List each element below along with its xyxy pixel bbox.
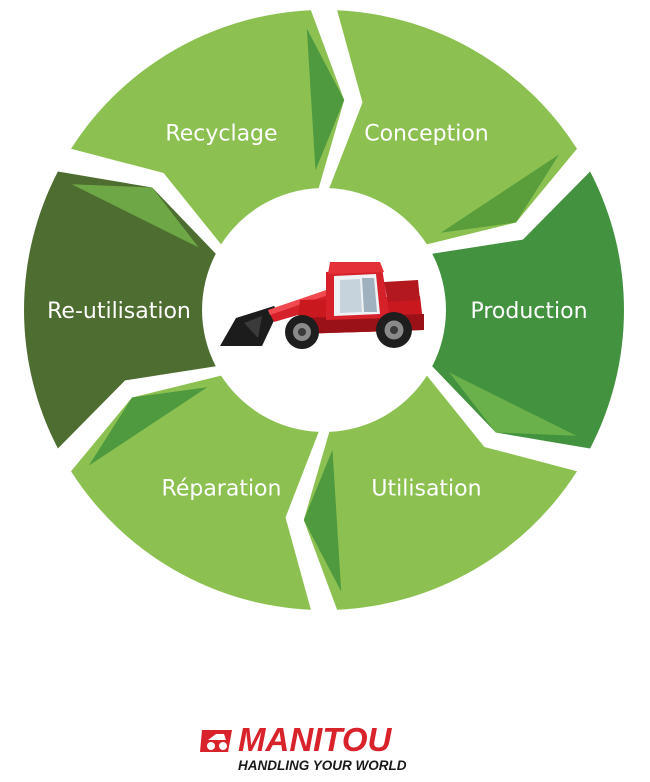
cycle-segment-re-utilisation: [24, 171, 216, 449]
logo-wordmark: MANITOU: [238, 721, 392, 758]
cycle-segment-fold-recyclage: [306, 28, 345, 171]
manitou-logo-mark-icon: [200, 730, 232, 752]
cycle-segment-fold-re-utilisation: [71, 184, 199, 248]
cycle-segment-production: [432, 171, 624, 449]
cycle-segment-fold-conception: [440, 154, 560, 233]
segment-label-reparation: Réparation: [162, 477, 282, 502]
manitou-logo: MANITOU HANDLING YOUR WORLD: [200, 722, 450, 778]
logo-tagline: HANDLING YOUR WORLD: [238, 758, 407, 773]
cycle-segment-fold-production: [449, 372, 577, 436]
telehandler-icon: [220, 262, 424, 349]
segment-label-conception: Conception: [364, 122, 489, 147]
cycle-segment-fold-reparation: [88, 387, 208, 466]
segment-label-recyclage: Recyclage: [165, 122, 277, 147]
segment-label-utilisation: Utilisation: [371, 477, 481, 502]
cycle-segment-utilisation: [303, 375, 577, 610]
segment-label-re-utilisation: Re-utilisation: [47, 299, 191, 324]
cycle-segment-recyclage: [71, 10, 345, 245]
cycle-segment-fold-utilisation: [303, 449, 342, 592]
segment-label-production: Production: [470, 299, 587, 324]
